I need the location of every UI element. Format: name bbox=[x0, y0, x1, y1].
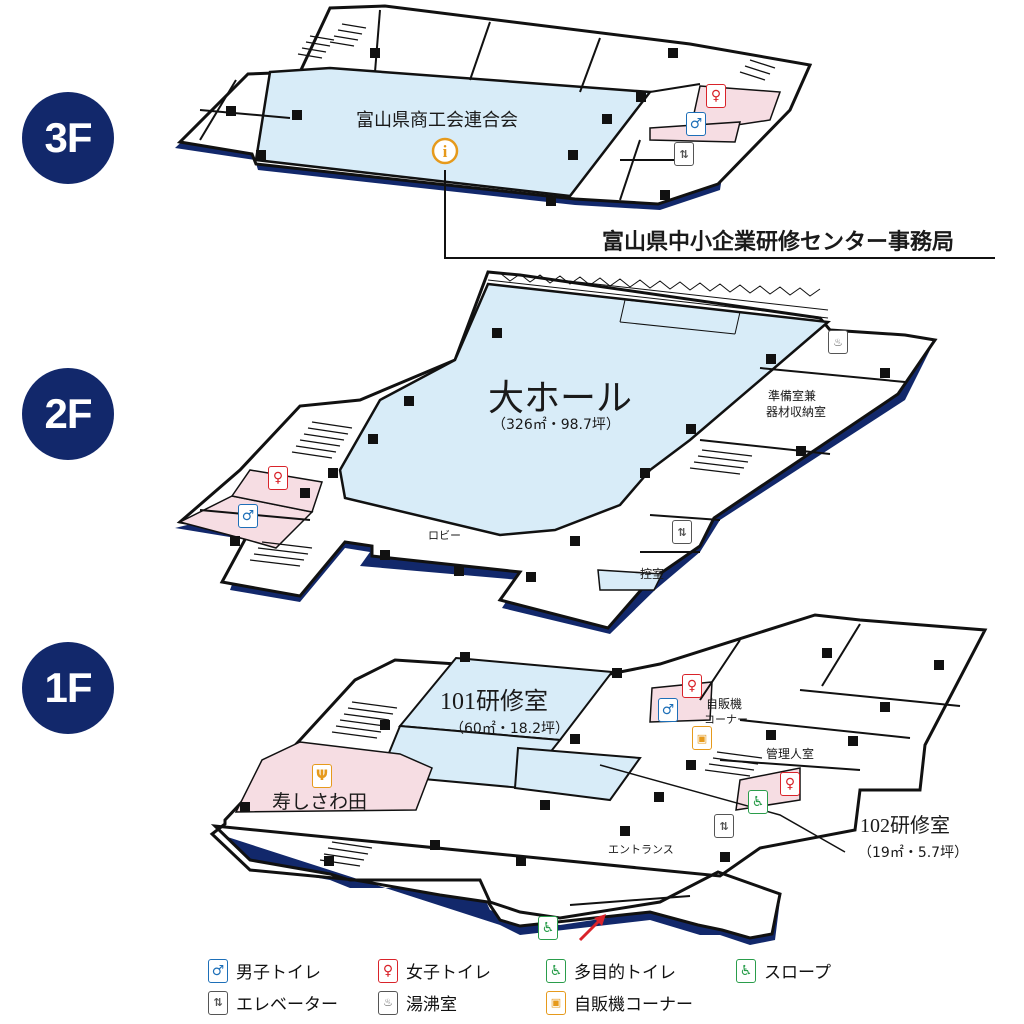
waiting-room-label: 控室 bbox=[640, 567, 665, 581]
legend-item: ♨ 湯沸室 bbox=[378, 990, 457, 1015]
elevator-icon: ⇅ bbox=[674, 142, 694, 166]
slope-icon-1f: ♿ bbox=[538, 916, 558, 940]
hall-name: 大ホール bbox=[488, 378, 633, 418]
slope-icon: ♿ bbox=[736, 958, 756, 983]
accessible-toilet-icon: ♿ bbox=[546, 958, 566, 983]
female-toilet-icon: ♀ bbox=[378, 958, 398, 983]
floor-1f-plan bbox=[209, 613, 988, 945]
legend-label: 男子トイレ bbox=[236, 963, 321, 983]
office-label-secretariat: 富山県中小企業研修センター事務局 bbox=[602, 230, 955, 255]
room-101-name: 101研修室 bbox=[440, 689, 548, 715]
kitchenette-icon: ♨ bbox=[378, 990, 398, 1015]
male-toilet-icon-1f: ♂ bbox=[658, 698, 678, 722]
vending-label: 自販機 bbox=[706, 697, 743, 711]
vending-label-2: コーナー bbox=[704, 713, 748, 726]
hall-area: （326㎡・98.7坪） bbox=[492, 417, 620, 433]
svg-text:i: i bbox=[443, 142, 448, 161]
storage-label: 準備室兼 bbox=[768, 389, 817, 403]
vending-icon: ▣ bbox=[546, 990, 566, 1015]
female-toilet-icon-1f: ♀ bbox=[682, 674, 702, 698]
female-toilet-icon: ♀ bbox=[706, 84, 726, 108]
map-legend: ♂ 男子トイレ ♀ 女子トイレ ♿ 多目的トイレ ♿ スロープ ⇅ エレベーター… bbox=[208, 958, 908, 1020]
floor-2f-plan bbox=[175, 270, 938, 634]
legend-item: ⇅ エレベーター bbox=[208, 990, 338, 1015]
male-toilet-icon-2f: ♂ bbox=[238, 504, 258, 528]
legend-label: 女子トイレ bbox=[406, 963, 491, 983]
entrance-label: エントランス bbox=[608, 843, 674, 856]
floor-badge-2f: 2F bbox=[22, 368, 114, 460]
legend-label: 自販機コーナー bbox=[574, 995, 693, 1015]
elevator-icon: ⇅ bbox=[208, 990, 228, 1015]
legend-label: エレベーター bbox=[236, 995, 338, 1015]
manager-room-label: 管理人室 bbox=[766, 747, 815, 761]
room-102-area: （19㎡・5.7坪） bbox=[858, 845, 969, 861]
legend-label: 湯沸室 bbox=[406, 995, 457, 1015]
female-toilet-icon-1f-b: ♀ bbox=[780, 772, 800, 796]
legend-item: ♂ 男子トイレ bbox=[208, 958, 321, 983]
room-102-name: 102研修室 bbox=[860, 815, 950, 837]
elevator-icon-2f: ⇅ bbox=[672, 520, 692, 544]
floor-badge-1f: 1F bbox=[22, 642, 114, 734]
room-101-area: （60㎡・18.2坪） bbox=[450, 721, 569, 737]
elevator-icon-1f: ⇅ bbox=[714, 814, 734, 838]
legend-item: ♿ 多目的トイレ bbox=[546, 958, 676, 983]
storage-label-2: 器材収納室 bbox=[766, 405, 827, 419]
legend-label: スロープ bbox=[764, 963, 831, 983]
restaurant-label: 寿しさわ田 bbox=[272, 791, 368, 813]
accessible-toilet-icon-1f: ♿ bbox=[748, 790, 768, 814]
legend-item: ▣ 自販機コーナー bbox=[546, 990, 693, 1015]
male-toilet-icon: ♂ bbox=[686, 112, 706, 136]
floor-badge-3f: 3F bbox=[22, 92, 114, 184]
female-toilet-icon-2f: ♀ bbox=[268, 466, 288, 490]
vending-icon-1f: ▣ bbox=[692, 726, 712, 750]
restaurant-icon: Ψ bbox=[312, 764, 332, 788]
legend-label: 多目的トイレ bbox=[574, 963, 676, 983]
legend-item: ♿ スロープ bbox=[736, 958, 831, 983]
lobby-label: ロビー bbox=[428, 529, 461, 542]
male-toilet-icon: ♂ bbox=[208, 958, 228, 983]
floor-3f-plan: i bbox=[175, 4, 995, 259]
kitchenette-icon-2f: ♨ bbox=[828, 330, 848, 354]
legend-item: ♀ 女子トイレ bbox=[378, 958, 491, 983]
room-label-chamber: 富山県商工会連合会 bbox=[356, 110, 518, 131]
